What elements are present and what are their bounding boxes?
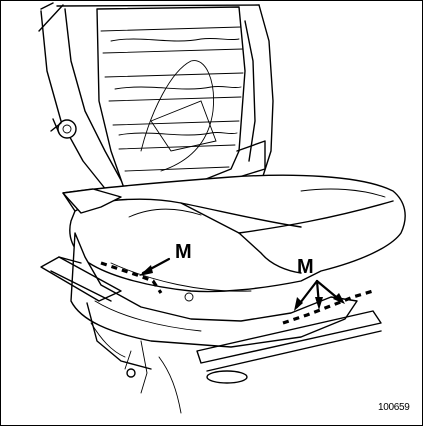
callout-label-left: M <box>175 241 192 263</box>
seat-cushion <box>62 174 406 293</box>
seat-back <box>38 2 274 202</box>
clip-marks <box>100 261 374 325</box>
side-trim <box>70 232 358 348</box>
reference-number: 100659 <box>378 402 410 413</box>
callout-label-right: M <box>297 256 314 278</box>
seat-rails <box>40 256 382 414</box>
leader-arrows <box>139 257 345 311</box>
